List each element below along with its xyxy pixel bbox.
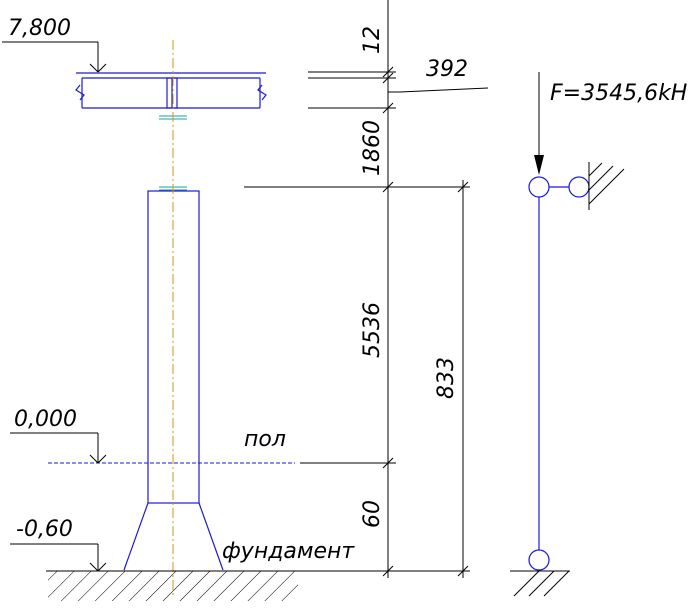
level-floor-text: 0,000 bbox=[14, 407, 77, 432]
force-label: F=3545,6kH bbox=[550, 81, 687, 106]
level-top-text: 7,800 bbox=[8, 16, 71, 41]
bottom-hinge bbox=[528, 549, 550, 571]
level-mark-foundation: -0,60 bbox=[10, 517, 107, 572]
column bbox=[123, 40, 224, 595]
dimension-total bbox=[457, 180, 469, 578]
dim-1860: 1860 bbox=[360, 120, 385, 176]
dim-60: 60 bbox=[360, 500, 385, 528]
design-scheme bbox=[510, 72, 625, 597]
dim-12: 12 bbox=[360, 26, 385, 54]
ground bbox=[46, 570, 470, 601]
level-mark-floor: 0,000 bbox=[10, 407, 107, 464]
dim-392: 392 bbox=[426, 57, 468, 82]
dim-5536: 5536 bbox=[360, 302, 385, 358]
level-foundation-text: -0,60 bbox=[16, 517, 73, 542]
foundation-label: фундамент bbox=[222, 539, 355, 564]
floor-label: пол bbox=[244, 427, 286, 452]
dimension-chain bbox=[244, 0, 489, 578]
top-hinge bbox=[528, 176, 550, 198]
level-mark-top: 7,800 bbox=[2, 16, 107, 73]
beam bbox=[75, 72, 267, 120]
floor-line: пол bbox=[48, 427, 295, 464]
dim-833: 833 bbox=[434, 357, 459, 399]
horizontal-support bbox=[568, 176, 590, 198]
